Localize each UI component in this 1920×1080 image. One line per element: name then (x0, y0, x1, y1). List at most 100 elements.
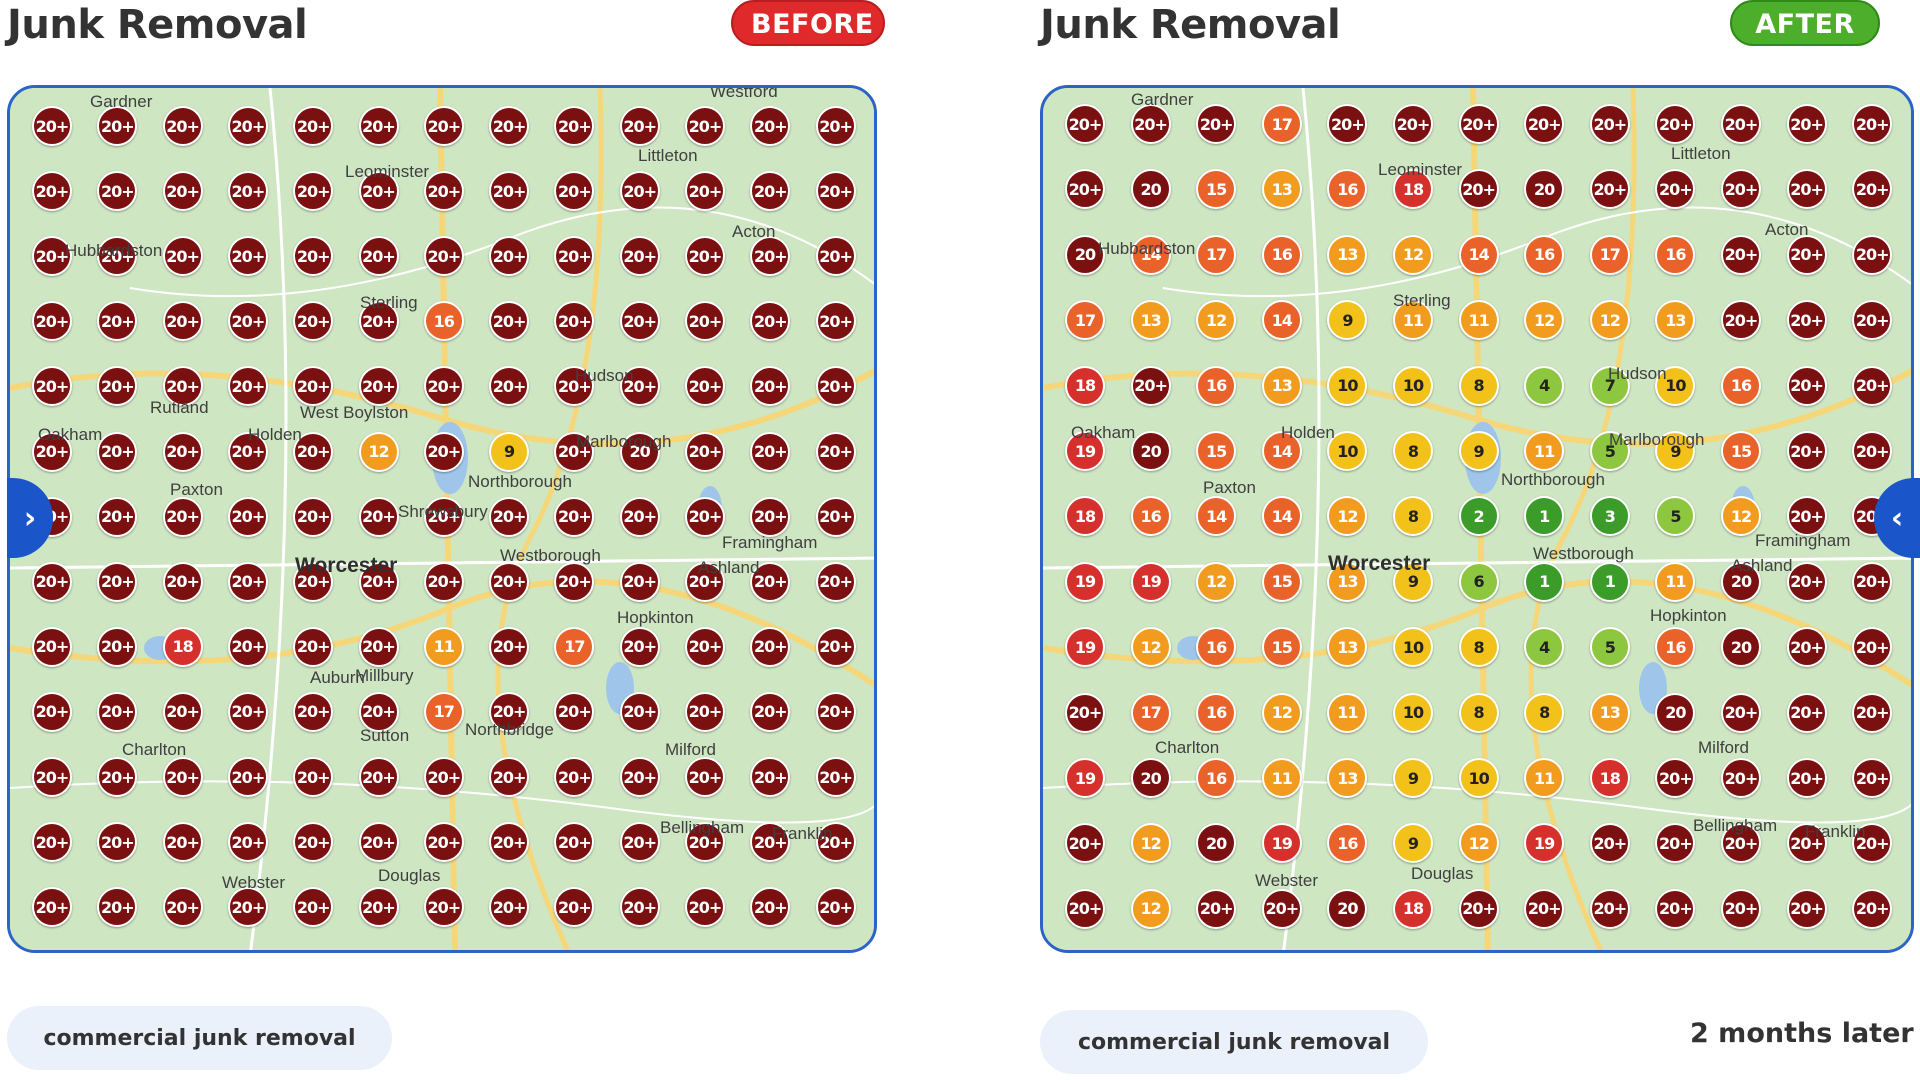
rank-pin[interactable]: 20+ (97, 757, 138, 797)
rank-pin[interactable]: 12 (1130, 823, 1171, 864)
rank-pin[interactable]: 7 (1589, 365, 1630, 406)
rank-pin[interactable]: 20+ (32, 366, 72, 407)
rank-pin[interactable]: 20+ (1065, 888, 1105, 929)
rank-pin[interactable]: 20+ (32, 171, 72, 212)
rank-pin[interactable]: 20+ (750, 757, 791, 797)
rank-pin[interactable]: 13 (1655, 300, 1696, 341)
rank-pin[interactable]: 20+ (815, 366, 856, 407)
rank-pin[interactable]: 18 (1589, 758, 1630, 798)
rank-pin[interactable]: 20+ (97, 626, 138, 667)
rank-pin[interactable]: 20+ (1721, 888, 1761, 929)
rank-pin[interactable]: 20+ (1261, 888, 1302, 929)
rank-pin[interactable]: 20+ (750, 106, 791, 146)
rank-pin[interactable]: 20 (1196, 823, 1237, 864)
rank-pin[interactable]: 20+ (489, 236, 530, 277)
rank-pin[interactable]: 1 (1589, 561, 1630, 602)
rank-pin[interactable]: 20+ (32, 626, 72, 667)
rank-pin[interactable]: 20+ (815, 561, 856, 602)
rank-pin[interactable]: 17 (554, 626, 595, 667)
rank-pin[interactable]: 19 (1065, 627, 1105, 668)
rank-pin[interactable]: 5 (1589, 627, 1630, 668)
rank-pin[interactable]: 20+ (162, 301, 203, 342)
rank-pin[interactable]: 20+ (293, 236, 334, 277)
rank-pin[interactable]: 20+ (1196, 888, 1237, 929)
rank-pin[interactable]: 20+ (1065, 104, 1105, 144)
rank-pin[interactable]: 20+ (358, 887, 399, 928)
rank-pin[interactable]: 20+ (815, 496, 856, 537)
rank-pin[interactable]: 20 (1524, 169, 1565, 210)
rank-pin[interactable]: 20+ (1721, 104, 1761, 144)
rank-pin[interactable]: 20+ (685, 822, 725, 863)
rank-pin[interactable]: 8 (1458, 692, 1499, 733)
rank-pin[interactable]: 20+ (619, 301, 660, 342)
rank-pin[interactable]: 20+ (1196, 104, 1237, 144)
rank-pin[interactable]: 16 (1327, 169, 1368, 210)
rank-pin[interactable]: 20+ (1065, 823, 1105, 864)
after-keyword-pill[interactable]: commercial junk removal (1040, 1010, 1428, 1074)
rank-pin[interactable]: 20+ (1589, 169, 1630, 210)
rank-pin[interactable]: 20+ (489, 301, 530, 342)
rank-pin[interactable]: 20+ (227, 561, 268, 602)
rank-pin[interactable]: 20+ (750, 887, 791, 928)
rank-pin[interactable]: 20+ (619, 887, 660, 928)
rank-pin[interactable]: 20+ (423, 757, 464, 797)
rank-pin[interactable]: 20+ (1655, 104, 1696, 144)
rank-pin[interactable]: 20 (1130, 169, 1171, 210)
rank-pin[interactable]: 20+ (293, 691, 334, 732)
rank-pin[interactable]: 20+ (554, 301, 595, 342)
rank-pin[interactable]: 9 (1327, 300, 1368, 341)
rank-pin[interactable]: 20 (1721, 561, 1761, 602)
rank-pin[interactable]: 20+ (358, 626, 399, 667)
rank-pin[interactable]: 11 (1524, 431, 1565, 471)
rank-pin[interactable]: 20+ (162, 366, 203, 407)
rank-pin[interactable]: 20+ (489, 171, 530, 212)
rank-pin[interactable]: 20+ (1655, 888, 1696, 929)
rank-pin[interactable]: 20+ (750, 171, 791, 212)
rank-pin[interactable]: 20+ (227, 626, 268, 667)
rank-pin[interactable]: 19 (1524, 823, 1565, 864)
rank-pin[interactable]: 5 (1589, 431, 1630, 471)
rank-pin[interactable]: 16 (1196, 692, 1237, 733)
rank-pin[interactable]: 20+ (423, 822, 464, 863)
rank-pin[interactable]: 20+ (489, 496, 530, 537)
rank-pin[interactable]: 10 (1393, 365, 1433, 406)
rank-pin[interactable]: 20 (1065, 234, 1105, 275)
rank-pin[interactable]: 12 (1261, 692, 1302, 733)
rank-pin[interactable]: 20+ (1786, 234, 1827, 275)
rank-pin[interactable]: 20+ (227, 691, 268, 732)
rank-pin[interactable]: 20 (1327, 888, 1368, 929)
rank-pin[interactable]: 20+ (619, 561, 660, 602)
rank-pin[interactable]: 20+ (293, 431, 334, 472)
rank-pin[interactable]: 20+ (1589, 888, 1630, 929)
rank-pin[interactable]: 20+ (32, 887, 72, 928)
rank-pin[interactable]: 14 (1261, 431, 1302, 471)
rank-pin[interactable]: 20+ (1065, 169, 1105, 210)
rank-pin[interactable]: 20+ (97, 496, 138, 537)
rank-pin[interactable]: 20+ (1524, 888, 1565, 929)
rank-pin[interactable]: 20+ (1786, 300, 1827, 341)
rank-pin[interactable]: 20+ (1130, 104, 1171, 144)
rank-pin[interactable]: 20+ (685, 236, 725, 277)
rank-pin[interactable]: 20+ (32, 822, 72, 863)
rank-pin[interactable]: 20+ (358, 496, 399, 537)
rank-pin[interactable]: 13 (1130, 300, 1171, 341)
rank-pin[interactable]: 17 (1130, 692, 1171, 733)
rank-pin[interactable]: 16 (423, 301, 464, 342)
rank-pin[interactable]: 20+ (1458, 104, 1499, 144)
rank-pin[interactable]: 20+ (227, 366, 268, 407)
rank-pin[interactable]: 20+ (1852, 365, 1893, 406)
rank-pin[interactable]: 20+ (750, 626, 791, 667)
rank-pin[interactable]: 20+ (423, 496, 464, 537)
rank-pin[interactable]: 20+ (554, 691, 595, 732)
rank-pin[interactable]: 20+ (489, 366, 530, 407)
rank-pin[interactable]: 11 (1458, 300, 1499, 341)
rank-pin[interactable]: 20+ (162, 431, 203, 472)
rank-pin[interactable]: 16 (1130, 496, 1171, 537)
rank-pin[interactable]: 10 (1393, 692, 1433, 733)
rank-pin[interactable]: 20+ (32, 236, 72, 277)
rank-pin[interactable]: 20+ (1852, 758, 1893, 798)
rank-pin[interactable]: 20+ (1786, 692, 1827, 733)
rank-pin[interactable]: 20+ (1852, 561, 1893, 602)
rank-pin[interactable]: 12 (1130, 627, 1171, 668)
rank-pin[interactable]: 20+ (162, 236, 203, 277)
